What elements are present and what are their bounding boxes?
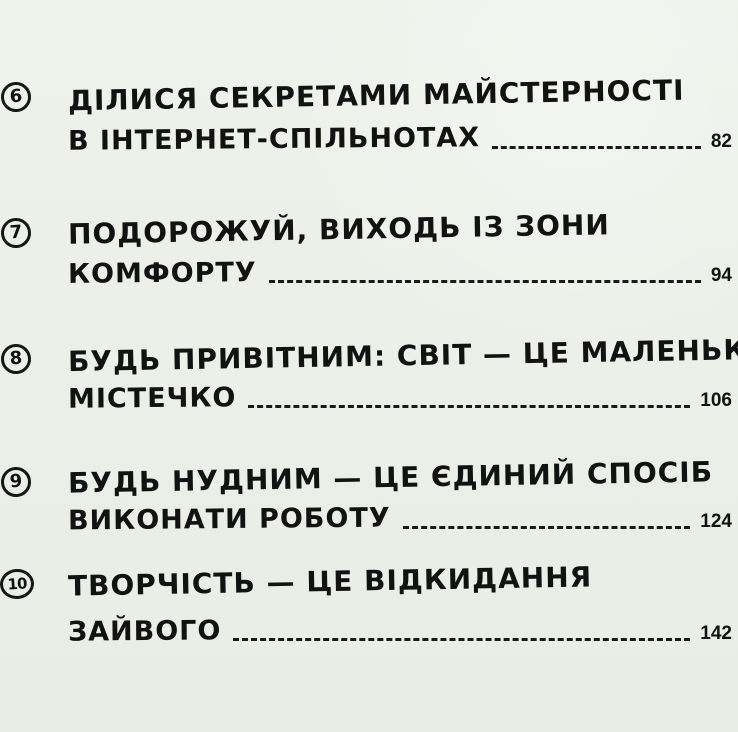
- chapter-title-row: ЗАЙВОГО 142: [67, 615, 732, 648]
- leader-line: [492, 135, 701, 153]
- chapter-title-line-2: В ІНТЕРНЕТ-СПІЛЬНОТАХ: [67, 122, 481, 157]
- page-number: 82: [710, 131, 732, 152]
- leader-line: [402, 515, 691, 533]
- chapter-number-badge: 9: [0, 465, 33, 499]
- chapter-title-line-1: ПОДОРОЖУЙ, ВИХОДЬ ІЗ ЗОНИ: [67, 208, 611, 251]
- page-number: 142: [700, 623, 732, 644]
- chapter-title-line-2: ВИКОНАТИ РОБОТУ: [67, 502, 391, 537]
- page-number: 106: [700, 390, 732, 411]
- chapter-title-line-2: КОМФОРТУ: [67, 257, 257, 290]
- chapter-title-line-2: ЗАЙВОГО: [67, 615, 222, 648]
- chapter-number: 7: [8, 221, 23, 244]
- leader-line: [248, 394, 691, 412]
- chapter-title-line-1: БУДЬ НУДНИМ — ЦЕ ЄДИНИЙ СПОСІБ: [67, 455, 714, 500]
- chapter-number-badge: 6: [0, 80, 33, 114]
- chapter-title-line-1: БУДЬ ПРИВІТНИМ: СВІТ — ЦЕ МАЛЕНЬКЕ: [67, 332, 738, 379]
- chapter-title-row: В ІНТЕРНЕТ-СПІЛЬНОТАХ 82: [67, 122, 732, 157]
- chapter-title-row: ВИКОНАТИ РОБОТУ 124: [67, 502, 732, 537]
- chapter-number-badge: 8: [0, 342, 33, 376]
- chapter-title-line-1: ДІЛИСЯ СЕКРЕТАМИ МАЙСТЕРНОСТІ: [67, 73, 685, 118]
- toc-entry: 6 ДІЛИСЯ СЕКРЕТАМИ МАЙСТЕРНОСТІ В ІНТЕРН…: [0, 73, 738, 170]
- chapter-title-line-2: МІСТЕЧКО: [67, 382, 237, 415]
- page-number: 94: [710, 265, 732, 286]
- toc-entry: 10 ТВОРЧІСТЬ — ЦЕ ВІДКИДАННЯ ЗАЙВОГО 142: [0, 560, 738, 656]
- toc-entry: 7 ПОДОРОЖУЙ, ВИХОДЬ ІЗ ЗОНИ КОМФОРТУ 94: [0, 208, 738, 298]
- page-number: 124: [700, 511, 732, 532]
- leader-line: [233, 627, 691, 645]
- chapter-number: 6: [8, 85, 23, 108]
- chapter-title-row: КОМФОРТУ 94: [67, 257, 732, 290]
- chapter-title-line-1: ТВОРЧІСТЬ — ЦЕ ВІДКИДАННЯ: [67, 560, 593, 603]
- toc-entry: 8 БУДЬ ПРИВІТНИМ: СВІТ — ЦЕ МАЛЕНЬКЕ МІС…: [0, 332, 738, 427]
- chapter-number: 9: [8, 470, 23, 493]
- leader-line: [268, 269, 701, 287]
- chapter-title-row: МІСТЕЧКО 106: [67, 382, 732, 415]
- chapter-number: 8: [8, 347, 23, 370]
- chapter-number-badge: 7: [0, 216, 33, 250]
- chapter-number: 10: [6, 573, 28, 594]
- chapter-number-badge: 10: [0, 567, 36, 601]
- toc-entry: 9 БУДЬ НУДНИМ — ЦЕ ЄДИНИЙ СПОСІБ ВИКОНАТ…: [0, 454, 738, 544]
